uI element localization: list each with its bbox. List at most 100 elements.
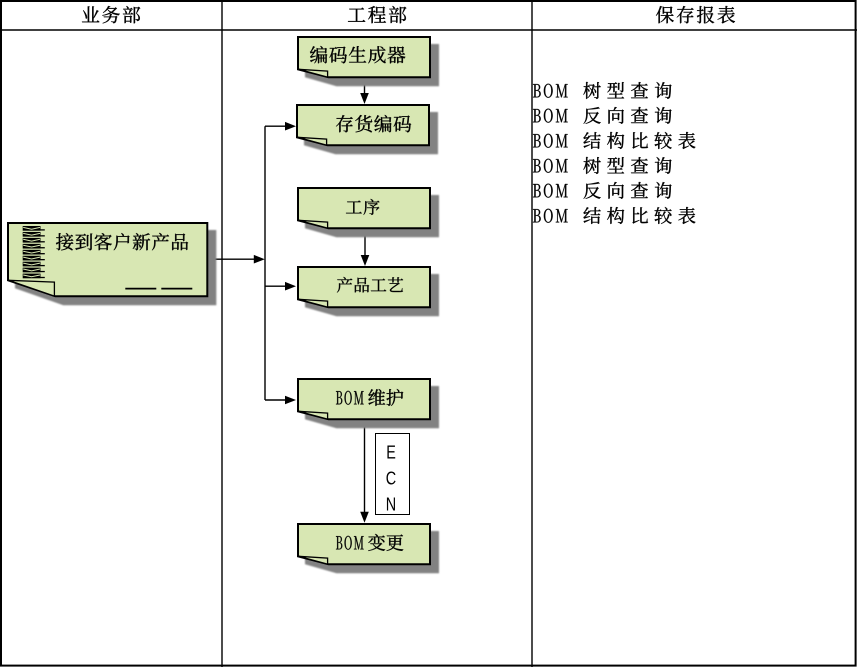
text-glyphs bbox=[345, 199, 380, 216]
binding-ring bbox=[22, 261, 41, 267]
glyph bbox=[368, 533, 386, 552]
glyph bbox=[556, 183, 569, 198]
glyph bbox=[544, 108, 554, 123]
arrowhead-icon bbox=[360, 255, 370, 266]
binding-ring-gap bbox=[22, 268, 40, 272]
arrowhead-icon bbox=[360, 93, 369, 104]
glyph bbox=[82, 5, 101, 23]
text-glyphs bbox=[336, 388, 404, 407]
binding-ring bbox=[22, 237, 41, 243]
glyph bbox=[631, 81, 649, 99]
glyph bbox=[533, 83, 542, 98]
card-body bbox=[296, 378, 431, 421]
binding-ring bbox=[22, 226, 41, 231]
card-body bbox=[6, 222, 208, 298]
ecn-char: C bbox=[386, 468, 397, 489]
card-shape bbox=[297, 523, 440, 574]
glyph bbox=[367, 45, 386, 64]
text-glyphs bbox=[655, 5, 735, 24]
binding-ring bbox=[22, 231, 41, 237]
arrowhead-icon bbox=[360, 511, 369, 523]
binding-ring-gap bbox=[22, 250, 40, 254]
glyph bbox=[533, 183, 542, 198]
connector-branch-inventory bbox=[265, 121, 296, 131]
glyph bbox=[655, 5, 674, 24]
glyph bbox=[336, 391, 343, 405]
glyph bbox=[309, 45, 328, 64]
glyph bbox=[583, 181, 602, 199]
binding-ring-gap bbox=[22, 232, 40, 236]
glyph bbox=[583, 81, 602, 100]
glyph bbox=[368, 388, 386, 407]
glyph bbox=[355, 114, 373, 133]
glyph bbox=[608, 181, 625, 199]
glyph bbox=[172, 232, 189, 250]
glyph bbox=[583, 206, 602, 224]
binding-ring bbox=[22, 243, 41, 249]
glyph bbox=[75, 232, 93, 251]
card-fold-icon bbox=[297, 136, 328, 147]
glyph bbox=[328, 46, 347, 64]
glyph bbox=[102, 5, 121, 24]
arrowhead-icon bbox=[285, 281, 296, 291]
binding-ring-gap bbox=[22, 262, 40, 266]
glyph bbox=[556, 108, 569, 123]
glyph bbox=[388, 276, 404, 292]
text-glyphs bbox=[336, 114, 412, 133]
glyph bbox=[533, 158, 542, 173]
card-body bbox=[297, 186, 431, 230]
spiral-binding-icon bbox=[22, 226, 45, 279]
glyph bbox=[631, 181, 649, 199]
glyph bbox=[344, 535, 352, 550]
glyph bbox=[370, 278, 387, 292]
connector-maintain-to-change bbox=[360, 420, 369, 523]
glyph bbox=[544, 208, 554, 223]
glyph bbox=[348, 45, 367, 63]
arrowhead-icon bbox=[285, 395, 296, 405]
glyph bbox=[607, 206, 625, 224]
text-glyphs bbox=[55, 232, 189, 251]
glyph bbox=[716, 5, 735, 24]
text-glyphs bbox=[347, 5, 407, 24]
glyph bbox=[337, 276, 353, 293]
glyph bbox=[353, 535, 364, 550]
card-shape bbox=[297, 186, 439, 238]
arrowhead-icon bbox=[285, 121, 296, 131]
text-glyphs bbox=[82, 5, 141, 24]
binding-ring bbox=[22, 249, 41, 255]
glyph bbox=[386, 534, 404, 552]
glyph bbox=[556, 208, 569, 223]
binding-ring bbox=[22, 267, 41, 273]
glyph bbox=[113, 232, 130, 251]
glyph bbox=[556, 83, 569, 98]
glyph bbox=[363, 199, 380, 216]
glyph bbox=[556, 158, 569, 173]
binding-ring-gap bbox=[22, 226, 40, 230]
connector-label-ecn[interactable]: ECN ECN bbox=[375, 432, 411, 515]
glyph bbox=[544, 133, 554, 148]
binding-ring-gap bbox=[22, 256, 40, 260]
glyph bbox=[354, 276, 370, 293]
glyph bbox=[607, 82, 625, 99]
glyph bbox=[654, 156, 673, 174]
connector-branch-craft bbox=[265, 281, 296, 291]
glyph bbox=[631, 156, 649, 174]
glyph bbox=[374, 114, 393, 133]
glyph bbox=[151, 232, 170, 251]
glyph bbox=[123, 5, 141, 24]
glyph bbox=[386, 388, 404, 407]
card-fold-icon bbox=[298, 68, 329, 78]
glyph bbox=[632, 206, 649, 224]
text-glyphs bbox=[309, 45, 406, 64]
binding-ring bbox=[22, 273, 41, 279]
card-shape bbox=[296, 104, 439, 155]
text-glyphs bbox=[533, 131, 696, 150]
text-glyphs bbox=[533, 81, 673, 100]
text-glyphs bbox=[533, 156, 673, 174]
binding-ring-gap bbox=[22, 274, 40, 278]
glyph bbox=[533, 108, 542, 123]
